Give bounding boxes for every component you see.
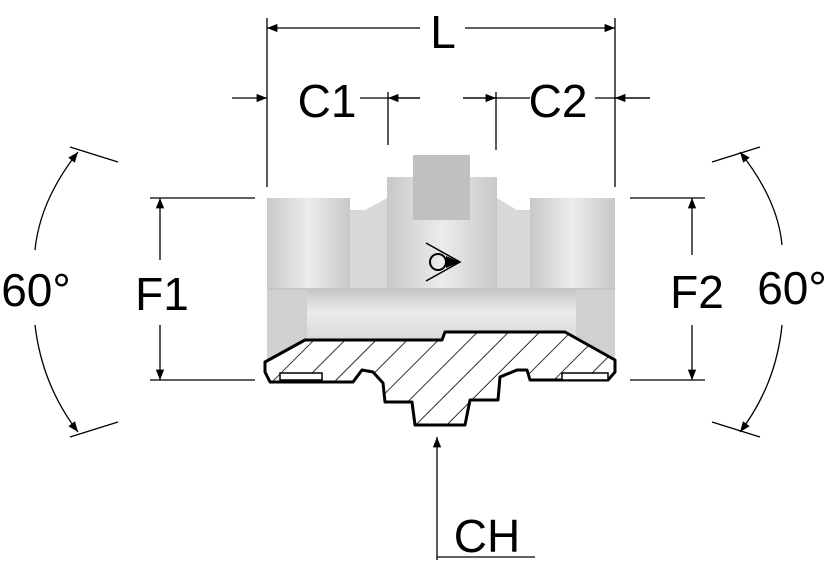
label-c1: C1 [298, 75, 357, 127]
label-length: L [430, 6, 456, 58]
label-angle-right: 60° [757, 262, 827, 314]
label-f2: F2 [670, 266, 724, 318]
hatched-section [263, 330, 617, 427]
label-hex: CH [454, 510, 520, 562]
label-angle-left: 60° [1, 264, 71, 316]
label-c2: C2 [529, 75, 588, 127]
dimension-lines [34, 18, 783, 560]
manufacturer-logo [425, 242, 462, 282]
label-f1: F1 [135, 268, 189, 320]
